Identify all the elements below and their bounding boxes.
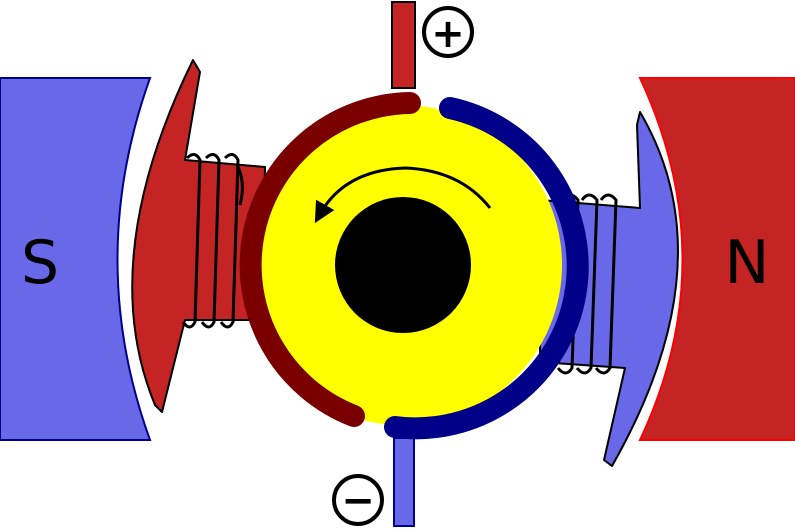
commutator-segment-blue <box>384 97 589 440</box>
south-label: S <box>21 228 59 298</box>
plus-sign-symbol: + <box>431 11 465 57</box>
left-winding-coil <box>181 153 244 329</box>
negative-brush <box>393 437 415 527</box>
commutator-segment-red <box>239 92 421 427</box>
minus-sign-icon: − <box>332 474 384 526</box>
plus-sign-icon: + <box>422 6 474 58</box>
north-magnet <box>638 77 795 441</box>
shaft <box>335 197 471 333</box>
minus-sign-symbol: − <box>341 478 375 524</box>
north-label: N <box>725 228 770 298</box>
rotation-arrow-icon <box>314 166 492 224</box>
positive-brush <box>391 1 416 89</box>
south-magnet <box>0 77 152 441</box>
